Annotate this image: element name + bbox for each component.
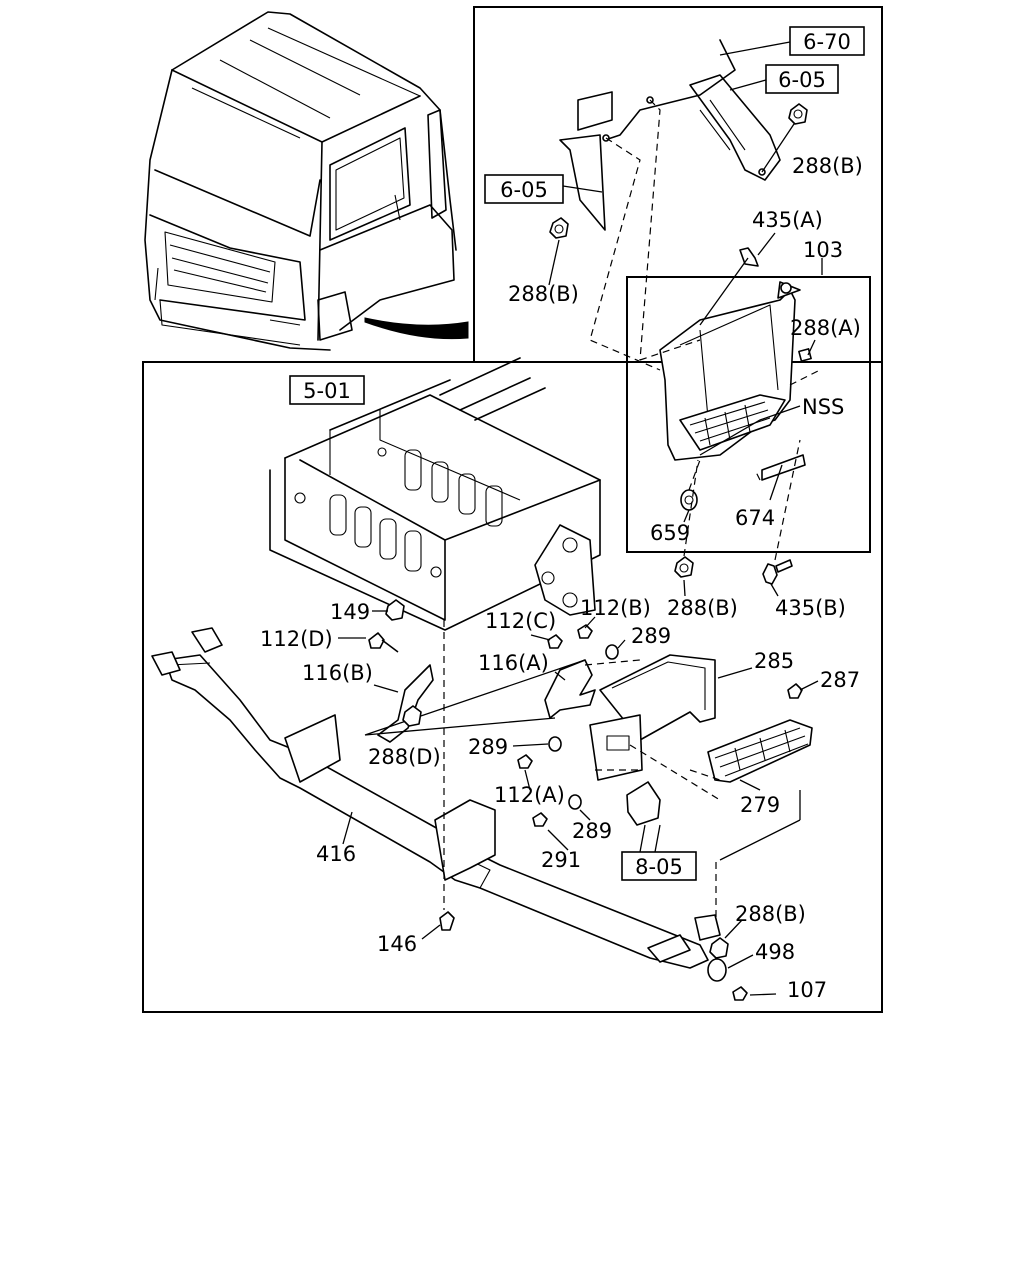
label-498: 498 (755, 940, 795, 964)
label-289-middle: 289 (468, 735, 508, 759)
label-659: 659 (650, 521, 690, 545)
fasteners (368, 599, 803, 1001)
step-assembly-frame (626, 276, 871, 553)
label-279: 279 (740, 793, 780, 817)
ref-label-6-70: 6-70 (803, 30, 851, 54)
label-288b-step: 288(B) (667, 596, 738, 620)
bolt-112d-shank (381, 639, 399, 653)
bolt-112b (577, 624, 593, 639)
main-frame (142, 361, 883, 1013)
label-288a: 288(A) (790, 316, 861, 340)
ref-label-8-05: 8-05 (635, 855, 683, 879)
ref-box-6-05-left[interactable]: 6-05 (484, 174, 564, 204)
washer-289-3 (568, 794, 582, 810)
bolt-291 (532, 812, 548, 827)
label-291: 291 (541, 848, 581, 872)
label-435a: 435(A) (752, 208, 823, 232)
label-149: 149 (330, 600, 370, 624)
bolt-112d-head (368, 632, 385, 649)
center-step-parts (364, 654, 813, 861)
label-116b: 116(B) (302, 661, 373, 685)
label-285: 285 (754, 649, 794, 673)
label-146: 146 (377, 932, 417, 956)
ref-box-6-05-upper[interactable]: 6-05 (765, 64, 839, 94)
chassis-frame-rail (269, 357, 601, 631)
label-289-lower: 289 (572, 819, 612, 843)
ref-box-8-05[interactable]: 8-05 (621, 851, 697, 881)
part-labels: 288(B) 288(B) 435(A) 103 288(A) NSS 659 … (260, 154, 863, 1002)
label-103: 103 (803, 238, 843, 262)
step-support-tube (151, 620, 721, 969)
label-289-upper: 289 (631, 624, 671, 648)
bolt-112a (517, 754, 533, 769)
label-112d: 112(D) (260, 627, 333, 651)
nut-288b (709, 937, 729, 959)
bolt-107 (732, 986, 748, 1001)
ref-label-6-05-left: 6-05 (500, 178, 548, 202)
label-288b-upper-left: 288(B) (508, 282, 579, 306)
label-nss: NSS (802, 395, 844, 419)
washer-498 (707, 958, 727, 982)
cab-mount-brackets (559, 39, 801, 371)
leader-lines (338, 41, 823, 996)
ref-label-6-05-upper: 6-05 (778, 68, 826, 92)
label-416: 416 (316, 842, 356, 866)
step-assembly (549, 103, 821, 585)
label-107: 107 (787, 978, 827, 1002)
label-116a: 116(A) (478, 651, 549, 675)
bolt-146 (439, 911, 455, 931)
nut-288d (402, 705, 422, 727)
ref-box-5-01[interactable]: 5-01 (289, 375, 365, 405)
truck-cab-illustration (144, 11, 469, 351)
label-288b-upper-right: 288(B) (792, 154, 863, 178)
label-435b: 435(B) (775, 596, 846, 620)
nut-149 (385, 599, 405, 621)
label-112c: 112(C) (485, 609, 556, 633)
label-112a: 112(A) (494, 783, 565, 807)
washer-289-2 (548, 736, 562, 752)
washer-289-1 (605, 644, 619, 660)
label-287: 287 (820, 668, 860, 692)
label-674: 674 (735, 506, 775, 530)
bolt-112c (547, 634, 563, 649)
ref-box-6-70[interactable]: 6-70 (789, 26, 865, 56)
label-288b-lower: 288(B) (735, 902, 806, 926)
label-112b: 112(B) (580, 596, 651, 620)
bolt-287 (787, 683, 803, 699)
ref-label-5-01: 5-01 (303, 379, 351, 403)
label-288d: 288(D) (368, 745, 441, 769)
